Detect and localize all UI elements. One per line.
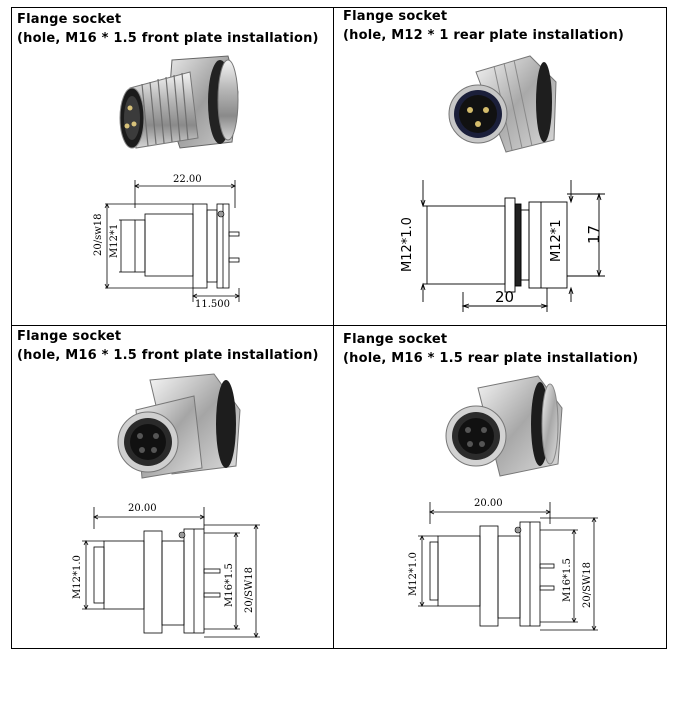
panel-1-heading: Flange socket — [17, 12, 122, 27]
panel-3-title: Flange socket (hole, M16 * 1.5 front pla… — [17, 327, 319, 365]
panel-3-hex-dim: 20/SW18 — [244, 567, 255, 613]
panel-2-product-photo — [448, 55, 557, 153]
panel-4-heading: Flange socket — [343, 332, 448, 347]
panel-3-thread-dim: M12*1.0 — [72, 555, 83, 599]
panel-3-subtitle: (hole, M16 * 1.5 front plate installatio… — [17, 348, 319, 363]
panel-3-flange-dim: M16*1.5 — [224, 563, 235, 607]
panel-2-thread-dim: M12*1.0 — [400, 217, 415, 272]
panel-2-title: Flange socket (hole, M12 * 1 rear plate … — [343, 7, 624, 45]
panel-4-hex-dim: 20/SW18 — [582, 562, 593, 608]
panel-2-inner-thread-dim: M12*1 — [549, 219, 564, 262]
panel-2-dimension-drawing: M12*1.0 M12*1 17 20 — [400, 180, 605, 312]
product-grid — [11, 7, 667, 649]
panel-2-length-dim: 20 — [495, 288, 514, 306]
panel-1-product-photo — [119, 55, 239, 149]
panel-1-dimension-drawing: 22.00 20/sw18 M12*1 11.500 — [93, 174, 240, 308]
panel-2-height-dim: 17 — [585, 225, 603, 244]
panel-4-dimension-drawing: 20.00 M12*1.0 M16*1.5 20/SW18 — [408, 498, 598, 631]
grid-divider-horizontal — [11, 325, 667, 326]
panel-2-heading: Flange socket — [343, 9, 448, 24]
panel-4-title: Flange socket (hole, M16 * 1.5 rear plat… — [343, 330, 638, 368]
panel-3-heading: Flange socket — [17, 329, 122, 344]
grid-divider-vertical — [333, 7, 334, 649]
panel-4-thread-dim: M12*1.0 — [408, 552, 419, 596]
panel-2-subtitle: (hole, M12 * 1 rear plate installation) — [343, 28, 625, 43]
panel-4-flange-dim: M16*1.5 — [562, 558, 573, 602]
panel-1-hex-dim: 20/sw18 — [93, 213, 104, 256]
panel-3-product-photo — [117, 373, 241, 479]
panel-4-subtitle: (hole, M16 * 1.5 rear plate installation… — [343, 351, 639, 366]
panel-1-depth-dim: 11.500 — [195, 299, 230, 308]
panel-1-subtitle: (hole, M16 * 1.5 front plate installatio… — [17, 31, 319, 46]
panel-1-thread-dim: M12*1 — [109, 224, 120, 258]
panel-1-title: Flange socket (hole, M16 * 1.5 front pla… — [17, 10, 319, 48]
panel-1-length-dim: 22.00 — [173, 174, 202, 185]
panel-3-length-dim: 20.00 — [128, 503, 157, 514]
panel-3-dimension-drawing: 20.00 M12*1.0 M16*1.5 20/SW18 — [72, 503, 260, 638]
panel-4-length-dim: 20.00 — [474, 498, 503, 509]
panel-4-product-photo — [445, 375, 563, 477]
